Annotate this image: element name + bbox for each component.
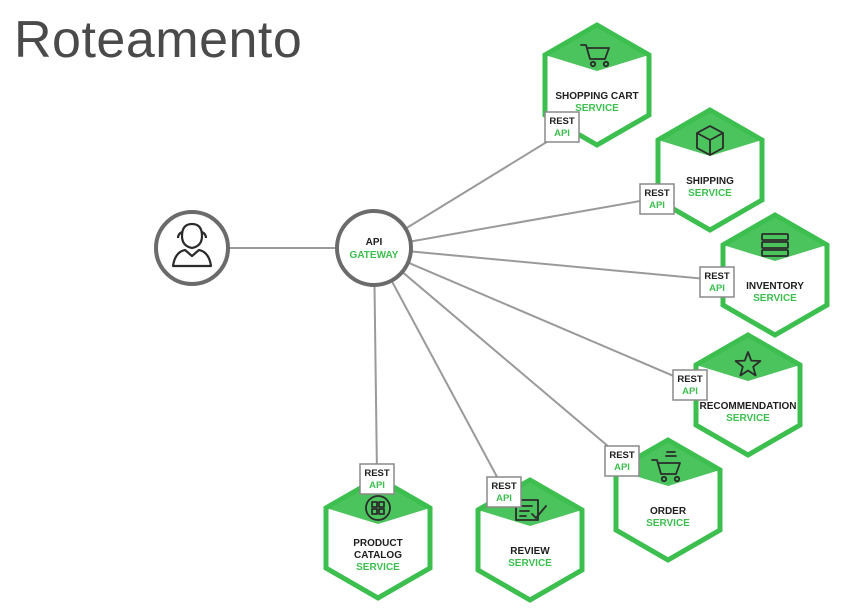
rest-api-badge-frame	[639, 183, 675, 215]
service-type: SERVICE	[753, 293, 797, 304]
connector-lines	[228, 131, 718, 489]
service-name: RECOMMENDATION	[699, 401, 796, 412]
rest-api-badge-frame	[699, 266, 735, 298]
service-hexagon-top	[658, 110, 762, 156]
service-type: SERVICE	[575, 103, 619, 114]
service-name-line2: CATALOG	[354, 550, 402, 561]
service-name: SHIPPING	[686, 176, 734, 187]
connector-inventory	[411, 250, 718, 281]
api-label: API	[496, 493, 512, 504]
service-name: ORDER	[650, 506, 687, 517]
review-icon	[515, 499, 547, 521]
service-hexagon-top	[723, 215, 827, 261]
api-label: API	[554, 128, 570, 139]
rest-api-badge-frame	[544, 111, 580, 143]
api-label: API	[709, 283, 725, 294]
api-label: API	[369, 480, 385, 491]
gateway-label-gateway: GATEWAY	[350, 250, 399, 261]
connector-product-catalog	[373, 285, 378, 476]
grid-icon	[365, 495, 391, 521]
rest-api-badge-frame	[359, 463, 395, 495]
rest-label: REST	[491, 481, 517, 492]
star-icon	[734, 351, 762, 377]
client-node[interactable]	[154, 210, 230, 286]
service-hexagon-top	[478, 480, 582, 526]
service-name: INVENTORY	[746, 281, 804, 292]
connector-recommendation	[408, 262, 691, 384]
box-icon	[696, 125, 724, 156]
service-name: SHOPPING CART	[555, 91, 638, 102]
connector-review	[391, 280, 504, 489]
rest-label: REST	[364, 468, 390, 479]
service-type: SERVICE	[688, 188, 732, 199]
service-name: REVIEW	[510, 546, 550, 557]
rest-api-badge-frame	[604, 445, 640, 477]
page-title: Roteamento	[14, 11, 303, 69]
rest-label: REST	[677, 374, 703, 385]
service-hexagon-top	[326, 478, 430, 524]
stack-icon	[761, 233, 789, 257]
api-label: API	[614, 462, 630, 473]
gateway-label-api: API	[366, 237, 383, 248]
user-icon	[171, 222, 213, 268]
rest-label: REST	[549, 116, 575, 127]
api-gateway-node[interactable]: API GATEWAY	[335, 209, 413, 287]
connector-order	[402, 271, 623, 459]
service-type: SERVICE	[646, 518, 690, 529]
rest-label: REST	[704, 271, 730, 282]
service-type: SERVICE	[726, 413, 770, 424]
api-label: API	[682, 386, 698, 397]
service-type: SERVICE	[508, 558, 552, 569]
order-cart-icon	[651, 451, 681, 483]
rest-api-badge-frame	[486, 476, 522, 508]
service-name: PRODUCT	[353, 538, 402, 549]
api-label: API	[649, 200, 665, 211]
services-layer: SHOPPING CARTSERVICERESTAPISHIPPINGSERVI…	[323, 22, 830, 603]
rest-api-badge-frame	[672, 369, 708, 401]
connector-shopping-cart	[405, 131, 564, 229]
service-hexagon-top	[696, 335, 800, 381]
rest-label: REST	[609, 450, 635, 461]
rest-label: REST	[644, 188, 670, 199]
connector-shipping	[411, 197, 658, 243]
service-type: SERVICE	[356, 562, 400, 573]
cart-icon	[580, 44, 610, 68]
